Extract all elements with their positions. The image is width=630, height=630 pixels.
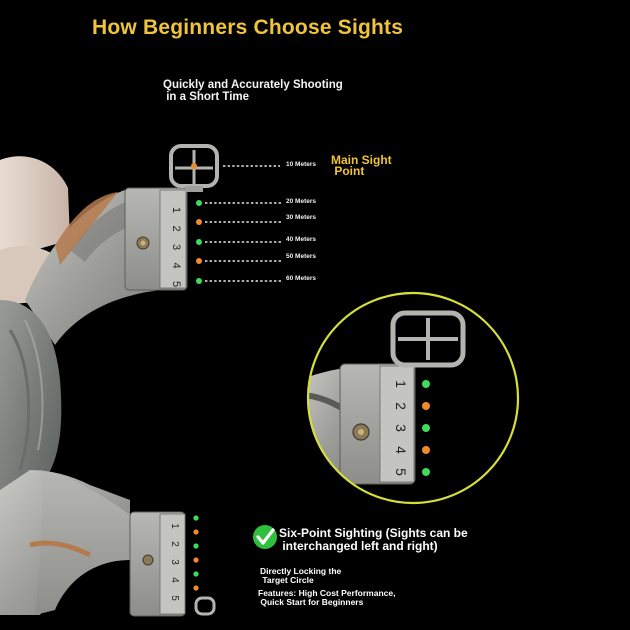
scale-number-lower: 4	[169, 577, 180, 583]
sight-dot-lower	[193, 543, 199, 549]
subtitle: Quickly and Accurately Shooting in a Sho…	[163, 79, 343, 103]
upper-sight-block	[124, 144, 219, 291]
magnifier-lens	[306, 291, 520, 505]
distance-label-10m: 10 Meters	[286, 161, 316, 168]
sight-dot-lower	[193, 529, 199, 535]
distance-label-40m: 40 Meters	[286, 236, 316, 243]
page-title: How Beginners Choose Sights	[92, 16, 404, 39]
scale-number-magnified: 3	[393, 424, 409, 432]
check-circle-icon	[253, 525, 277, 549]
distance-label-30m: 30 Meters	[286, 214, 316, 221]
scale-number-upper: 1	[170, 207, 182, 213]
scale-number-lower: 2	[169, 541, 180, 547]
scale-number-magnified: 2	[393, 402, 409, 410]
sight-dot-upper	[196, 219, 202, 225]
distance-label-50m: 50 Meters	[286, 253, 316, 260]
sight-dot-magnified	[422, 380, 430, 388]
sight-dot-lower	[193, 515, 199, 521]
sight-dot-magnified	[422, 446, 430, 454]
scale-number-upper: 5	[170, 281, 182, 287]
lower-sight-block	[129, 511, 216, 617]
feature-cost-performance: Features: High Cost Performance, Quick S…	[258, 588, 396, 607]
scale-marks: 1 1 1 2 2 2 3 3 3 4 4 4 5 5 5	[169, 207, 409, 601]
scale-number-magnified: 5	[393, 468, 409, 476]
sight-dots	[191, 163, 430, 591]
sight-dot-magnified	[422, 424, 430, 432]
scale-number-lower: 5	[169, 595, 180, 601]
sight-dot-magnified	[422, 468, 430, 476]
scale-number-upper: 3	[170, 244, 182, 250]
scale-number-magnified: 4	[393, 446, 409, 454]
scale-number-magnified: 1	[393, 380, 409, 388]
sight-dot-lower	[193, 571, 199, 577]
distance-label-60m: 60 Meters	[286, 275, 316, 282]
scale-number-upper: 2	[170, 225, 182, 231]
distance-label-20m: 20 Meters	[286, 198, 316, 205]
scale-number-lower: 3	[169, 559, 180, 565]
main-sight-point-label: Main Sight Point	[331, 153, 392, 178]
sight-dot-upper	[196, 278, 202, 284]
sight-dot-lower	[193, 585, 199, 591]
slingshot-lower-arm	[29, 470, 130, 615]
sight-dot-upper	[196, 258, 202, 264]
sight-dot-upper	[196, 200, 202, 206]
hand-glove	[0, 300, 62, 512]
sight-dot-magnified	[422, 402, 430, 410]
scale-number-lower: 1	[169, 523, 180, 529]
main-sight-dot	[191, 163, 197, 169]
feature-six-point-sighting: Six-Point Sighting (Sights can be interc…	[279, 526, 468, 553]
sight-dot-lower	[193, 557, 199, 563]
sight-dot-upper	[196, 239, 202, 245]
scale-number-upper: 4	[170, 262, 182, 268]
feature-locking-target-circle: Directly Locking the Target Circle	[260, 566, 342, 585]
distance-leader-lines	[205, 165, 282, 282]
